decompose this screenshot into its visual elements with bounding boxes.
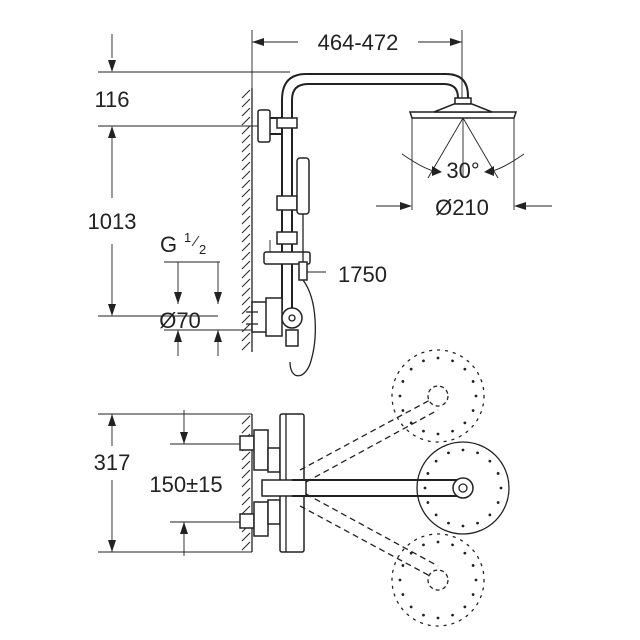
hose-length-label: 1750 (338, 262, 387, 287)
plan-wall (241, 414, 253, 552)
nozzle-dot (422, 613, 425, 617)
nozzle-dot (436, 616, 440, 620)
nozzle-dot (451, 429, 454, 433)
nozzle-dot (401, 409, 405, 412)
plan-swivel-positions (299, 349, 485, 627)
thread-dimension: G 1 2 Ø70 (159, 230, 258, 356)
nozzle-dot (463, 421, 467, 425)
nozzle-dot (471, 409, 475, 412)
nozzle-dot (496, 501, 500, 504)
nozzle-dot (488, 459, 492, 463)
nozzle-dot (398, 394, 402, 398)
nozzle-dot (436, 356, 440, 360)
height-top-label: 116 (94, 87, 129, 112)
plan-thermostat (239, 413, 307, 553)
width-dimension: 464-472 (251, 30, 463, 100)
nozzle-dot (463, 551, 467, 555)
head-shower-side: 30° Ø210 (376, 97, 552, 220)
nozzle-dot (423, 486, 427, 490)
nozzle-dot (474, 578, 478, 582)
nozzle-dot (496, 472, 500, 475)
width-range-label: 464-472 (318, 30, 399, 55)
height-dimensions: 116 1013 (88, 34, 290, 317)
nozzle-dot (447, 451, 450, 455)
nozzle-dot (409, 367, 413, 371)
nozzle-dot (471, 593, 475, 596)
nozzle-dot (401, 380, 405, 383)
nozzle-dot (434, 459, 438, 463)
depth-dimension: 317 (94, 413, 252, 553)
nozzle-dot (476, 451, 479, 455)
nozzle-dot (422, 429, 425, 433)
nozzle-dot (401, 564, 405, 567)
nozzle-dot (401, 593, 405, 596)
nozzle-dot (476, 521, 479, 525)
nozzle-dot (463, 367, 467, 371)
head-diameter-label: Ø210 (435, 195, 489, 220)
plan-arm (292, 441, 510, 535)
nozzle-dot (422, 359, 425, 363)
depth-label: 317 (94, 450, 131, 475)
height-total-label: 1013 (88, 209, 137, 234)
nozzle-dot (436, 432, 440, 436)
nozzle-dot (436, 540, 440, 544)
thread-denominator: 2 (199, 242, 206, 257)
nozzle-dot (426, 472, 430, 475)
nozzle-dot (461, 524, 465, 528)
nozzle-dot (398, 578, 402, 582)
nozzle-dot (474, 394, 478, 398)
thread-numerator: 1 (184, 230, 191, 245)
nozzle-dot (488, 513, 492, 517)
nozzle-dot (471, 380, 475, 383)
nozzle-dot (426, 501, 430, 504)
nozzle-dot (451, 613, 454, 617)
centers-dimension: 150±15 (149, 410, 262, 556)
nozzle-dot (471, 564, 475, 567)
nozzle-dot (451, 359, 454, 363)
nozzle-dot (409, 605, 413, 609)
nozzle-dot (447, 521, 450, 525)
nozzle-dot (434, 513, 438, 517)
nozzle-dot (499, 486, 503, 490)
nozzle-dot (463, 605, 467, 609)
nozzle-dot (461, 448, 465, 452)
nozzle-dot (422, 543, 425, 547)
thread-label: G (160, 232, 177, 257)
inlet-diameter-label: Ø70 (159, 308, 201, 333)
centers-label: 150±15 (149, 472, 222, 497)
shower-column: 1750 (246, 73, 469, 377)
plan-head-nozzles (398, 356, 503, 620)
spray-angle-label: 30° (446, 158, 479, 183)
nozzle-dot (451, 543, 454, 547)
